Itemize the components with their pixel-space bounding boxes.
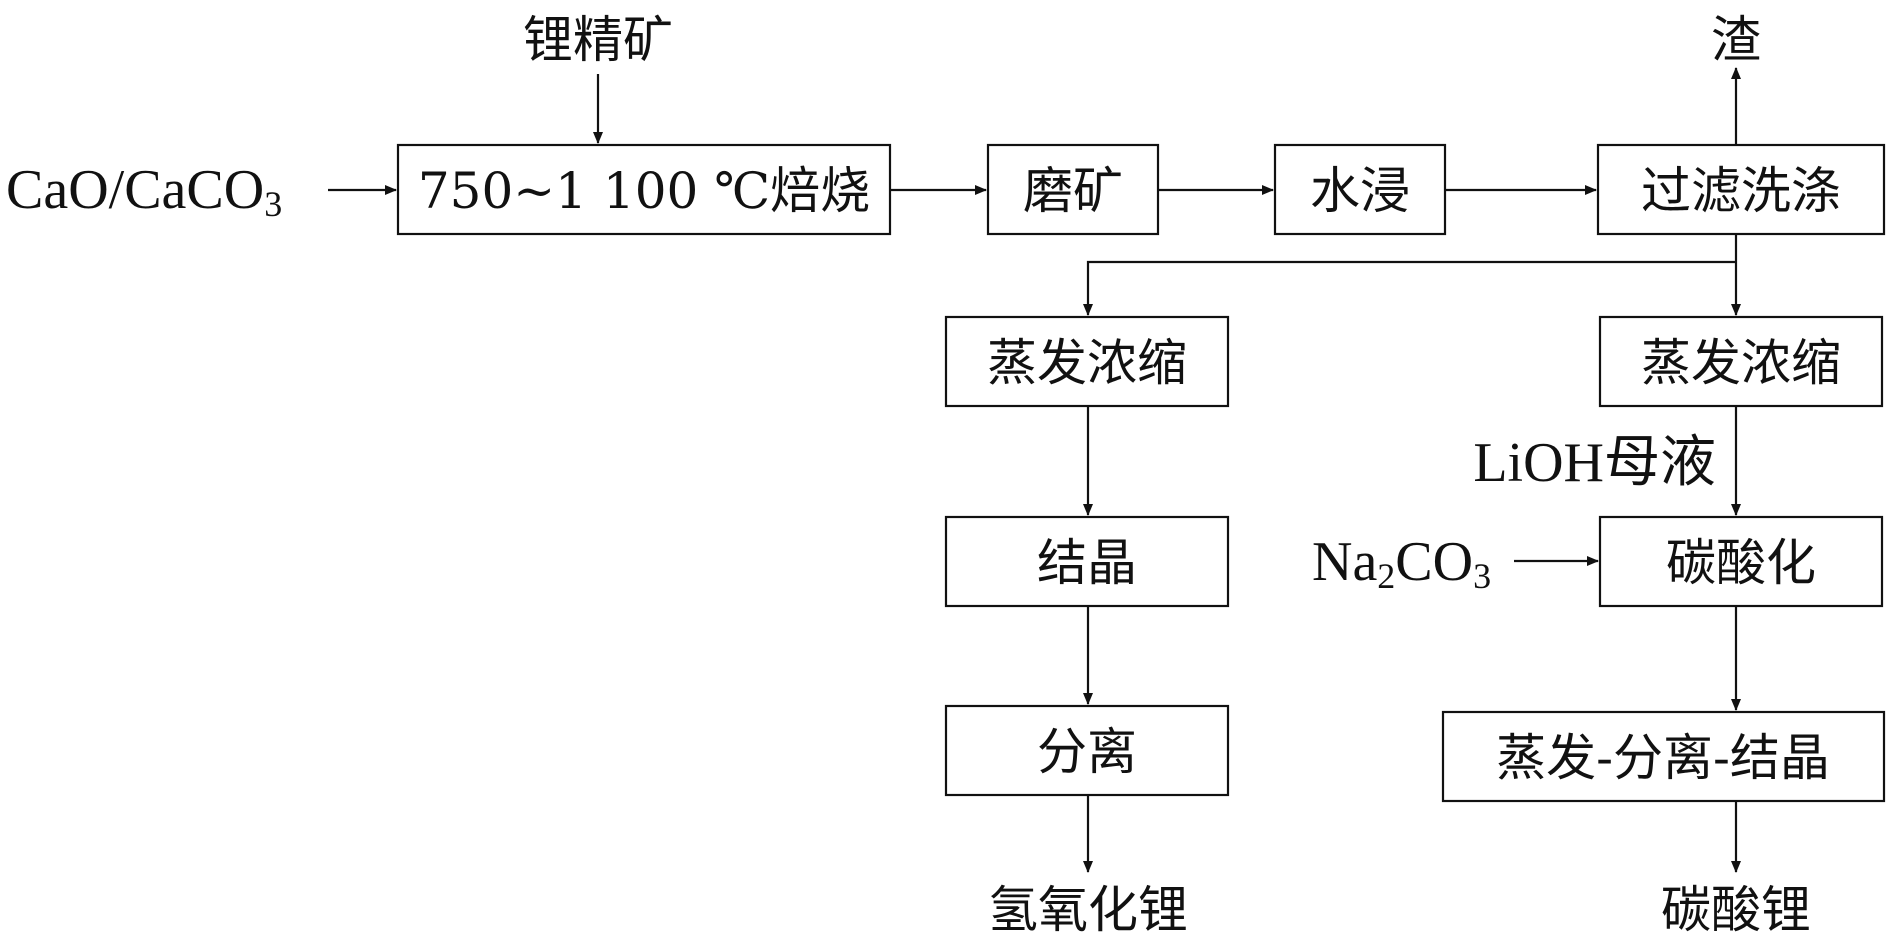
na2co3-part1: Na <box>1312 531 1377 593</box>
lioh-output-label: 氢氧化锂 <box>988 881 1188 939</box>
evap-sep-cryst-box <box>1441 710 1886 803</box>
evap-sep-cryst-label: 蒸发-分离-结晶 <box>1496 729 1830 787</box>
grind-box <box>986 143 1160 236</box>
na2co3-subscript1: 2 <box>1377 556 1395 596</box>
grind-label: 磨矿 <box>1023 162 1123 220</box>
filter-to-evap-left-arrow <box>1083 260 1736 316</box>
evap-right-label: 蒸发浓缩 <box>1641 334 1841 392</box>
leach-box <box>1273 143 1447 236</box>
li2co3-output-label: 碳酸锂 <box>1661 881 1811 939</box>
carbonation-label: 碳酸化 <box>1666 534 1816 592</box>
filter-box <box>1596 143 1886 236</box>
evap-right-box <box>1598 315 1884 408</box>
additive-subscript: 3 <box>264 184 282 224</box>
separate-label: 分离 <box>1037 723 1137 781</box>
na2co3-part2: CO <box>1395 531 1473 593</box>
crystallize-box <box>944 515 1230 608</box>
filter-label: 过滤洗涤 <box>1641 162 1841 220</box>
additive-formula: CaO/CaCO <box>6 159 264 221</box>
leach-label: 水浸 <box>1310 162 1410 220</box>
residue-output-label: 渣 <box>1711 11 1761 69</box>
na2co3-input-label: Na2CO3 <box>1312 531 1491 596</box>
na2co3-subscript2: 3 <box>1473 556 1491 596</box>
ore-input-label: 锂精矿 <box>523 11 673 69</box>
roast-box <box>396 143 892 236</box>
crystallize-label: 结晶 <box>1037 534 1137 592</box>
additive-input-label: CaO/CaCO3 <box>6 159 282 224</box>
evap-left-label: 蒸发浓缩 <box>987 334 1187 392</box>
roast-label: 750~1 100 ℃焙烧 <box>418 162 870 220</box>
carbonation-box <box>1598 515 1884 608</box>
mother-liquor-label: LiOH母液 <box>1473 432 1716 494</box>
